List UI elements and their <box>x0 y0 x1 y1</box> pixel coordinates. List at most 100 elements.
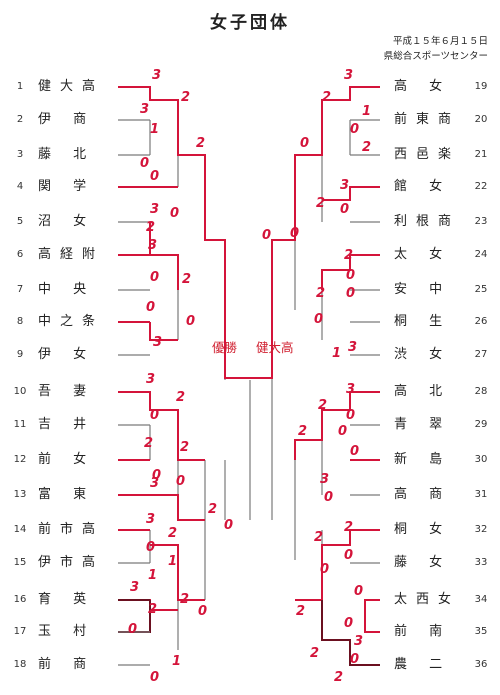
entry-number: 26 <box>474 316 488 327</box>
entry-team: 太西女 <box>394 592 461 607</box>
match-score: 1 <box>168 554 178 569</box>
entry-team: 伊 商 <box>38 112 96 127</box>
match-score: 3 <box>344 68 354 83</box>
entry-number: 32 <box>474 524 488 535</box>
match-score: 3 <box>354 634 364 649</box>
entry-number: 30 <box>474 454 488 465</box>
entry-team: 沼 女 <box>38 214 96 229</box>
entry-team: 青 翠 <box>394 417 452 432</box>
entry-team: 安 中 <box>394 282 452 297</box>
match-score: 2 <box>310 646 320 661</box>
entry-team: 中 央 <box>38 282 96 297</box>
entry-number: 34 <box>474 594 488 605</box>
entry-number: 20 <box>474 114 488 125</box>
match-score: 0 <box>146 540 156 555</box>
entry-team: 西邑楽 <box>394 147 461 162</box>
entry-number: 6 <box>16 249 24 260</box>
entry-number: 8 <box>16 316 24 327</box>
entry-team: 中之条 <box>38 314 105 329</box>
event-date: 平成１５年６月１５日 <box>392 36 488 47</box>
match-score: 2 <box>181 90 191 105</box>
match-score: 2 <box>176 390 186 405</box>
entry-team: 前市高 <box>38 522 105 537</box>
match-score: 0 <box>350 652 360 667</box>
entry-team: 桐 女 <box>394 522 452 537</box>
match-score: 3 <box>130 580 140 595</box>
match-score: 0 <box>150 169 160 184</box>
match-score: 2 <box>296 604 306 619</box>
match-score: 2 <box>180 592 190 607</box>
match-score: 0 <box>324 490 334 505</box>
match-score: 2 <box>168 526 178 541</box>
entry-team: 渋 女 <box>394 347 452 362</box>
match-score: 2 <box>334 670 344 685</box>
match-score: 2 <box>182 272 192 287</box>
match-score: 0 <box>170 206 180 221</box>
match-score: 0 <box>346 408 356 423</box>
entry-number: 23 <box>474 216 488 227</box>
entry-team: 玉 村 <box>38 624 96 639</box>
match-score: 0 <box>150 670 160 685</box>
match-score: 0 <box>350 122 360 137</box>
match-score: 0 <box>150 270 160 285</box>
match-score: 3 <box>146 512 156 527</box>
entry-number: 5 <box>16 216 24 227</box>
match-score: 0 <box>150 408 160 423</box>
entry-number: 15 <box>13 557 27 568</box>
match-score: 0 <box>350 444 360 459</box>
match-score: 0 <box>344 616 354 631</box>
entry-team: 館 女 <box>394 179 452 194</box>
entry-number: 35 <box>474 626 488 637</box>
entry-number: 19 <box>474 81 488 92</box>
entry-team: 伊 女 <box>38 347 96 362</box>
match-score: 3 <box>152 68 162 83</box>
entry-number: 29 <box>474 419 488 430</box>
entry-team: 前 女 <box>38 452 96 467</box>
event-venue: 県総合スポーツセンター <box>383 51 488 62</box>
entry-number: 22 <box>474 181 488 192</box>
match-score: 0 <box>146 300 156 315</box>
match-score: 3 <box>346 382 356 397</box>
entry-number: 25 <box>474 284 488 295</box>
match-score: 1 <box>150 122 160 137</box>
match-score: 2 <box>180 440 190 455</box>
entry-team: 富 東 <box>38 487 96 502</box>
match-score: 2 <box>316 286 326 301</box>
match-score: 0 <box>186 314 196 329</box>
match-score: 2 <box>362 140 372 155</box>
match-score: 0 <box>346 268 356 283</box>
match-score: 0 <box>314 312 324 327</box>
entry-team: 新 島 <box>394 452 452 467</box>
entry-team: 藤 女 <box>394 555 452 570</box>
match-score: 0 <box>344 548 354 563</box>
match-score: 2 <box>344 248 354 263</box>
match-score: 0 <box>128 622 138 637</box>
entry-team: 吾 妻 <box>38 384 96 399</box>
match-score: 3 <box>320 472 330 487</box>
match-score: 0 <box>140 156 150 171</box>
match-score: 3 <box>340 178 350 193</box>
match-score: 2 <box>144 436 154 451</box>
match-score: 0 <box>320 562 330 577</box>
entry-number: 9 <box>16 349 24 360</box>
match-score: 1 <box>362 104 372 119</box>
match-score: 1 <box>172 654 182 669</box>
match-score: 2 <box>344 520 354 535</box>
match-score: 0 <box>290 226 300 241</box>
entry-number: 33 <box>474 557 488 568</box>
match-score: 0 <box>300 136 310 151</box>
entry-number: 14 <box>13 524 27 535</box>
match-score: 3 <box>150 202 160 217</box>
entry-number: 16 <box>13 594 27 605</box>
entry-number: 11 <box>13 419 27 430</box>
entry-number: 18 <box>13 659 27 670</box>
match-score: 0 <box>224 518 234 533</box>
match-score: 0 <box>262 228 272 243</box>
entry-number: 21 <box>474 149 488 160</box>
entry-number: 10 <box>13 386 27 397</box>
match-score: 1 <box>332 346 342 361</box>
entry-number: 13 <box>13 489 27 500</box>
match-score: 0 <box>152 468 162 483</box>
entry-number: 27 <box>474 349 488 360</box>
